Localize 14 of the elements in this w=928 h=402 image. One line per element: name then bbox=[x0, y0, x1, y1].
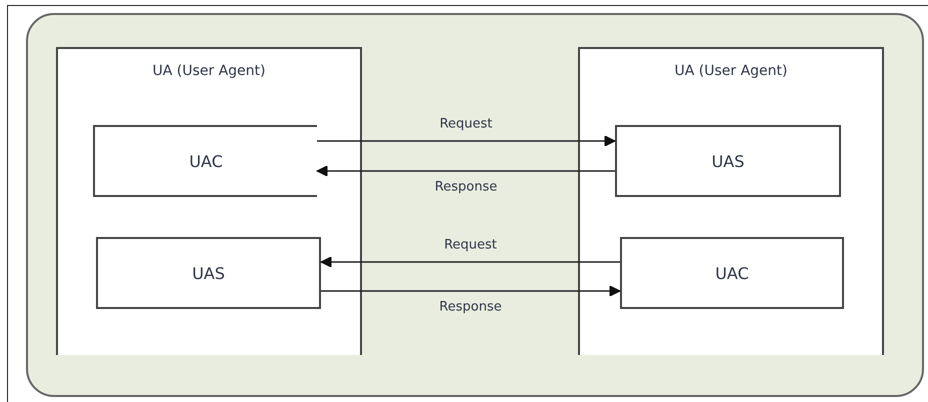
user-agent-box bbox=[56, 47, 362, 355]
user-agent-box bbox=[578, 47, 884, 355]
heading: UA (User Agent) bbox=[152, 63, 266, 79]
component-label: UAC bbox=[715, 264, 749, 282]
component-label: UAS bbox=[712, 152, 744, 170]
component-label: UAC bbox=[189, 152, 223, 170]
edge-label: Request bbox=[438, 116, 494, 132]
component-box bbox=[620, 237, 844, 309]
edge-label: Request bbox=[442, 238, 499, 252]
component-box bbox=[96, 237, 321, 309]
component-box bbox=[615, 125, 841, 197]
heading: UA (User Agent) bbox=[674, 63, 788, 79]
component-box bbox=[93, 125, 317, 197]
component-label: UAS bbox=[192, 264, 225, 282]
